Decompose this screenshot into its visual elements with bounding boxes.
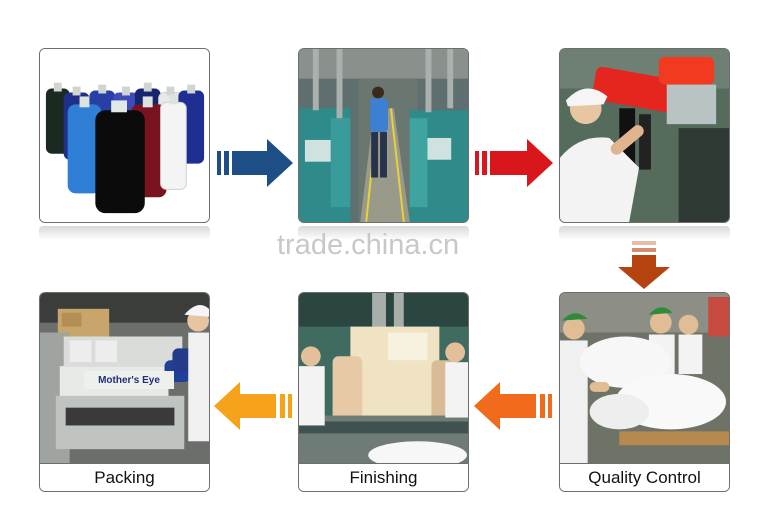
watermark-text: trade.china.cn [277,229,460,261]
step-card-knitting [298,48,469,223]
quality-control-photo [560,293,729,464]
finishing-photo [299,293,468,464]
step-card-sewing [559,48,730,223]
step-label-packing: Packing [40,463,209,491]
yarn-cones-photo [40,49,209,222]
card-reflection [39,226,210,240]
card-reflection [559,226,730,240]
step-label-finishing: Finishing [299,463,468,491]
arrow-knitting-to-sewing [473,137,555,189]
packing-photo: Mother's Eye [40,293,209,464]
card-reflection [298,226,469,240]
arrow-yarn-to-knitting [215,137,295,189]
knitting-floor-photo [299,49,468,222]
sewing-photo [560,49,729,222]
step-card-packing: Mother's Eye Packing [39,292,210,492]
arrow-quality-control-to-finishing [472,380,556,432]
step-card-quality-control: Quality Control [559,292,730,492]
machine-brand-label: Mother's Eye [84,371,174,389]
step-card-yarn [39,48,210,223]
step-card-finishing: Finishing [298,292,469,492]
arrow-sewing-to-quality-control [616,241,672,291]
step-label-quality-control: Quality Control [560,463,729,491]
arrow-finishing-to-packing [212,380,296,432]
